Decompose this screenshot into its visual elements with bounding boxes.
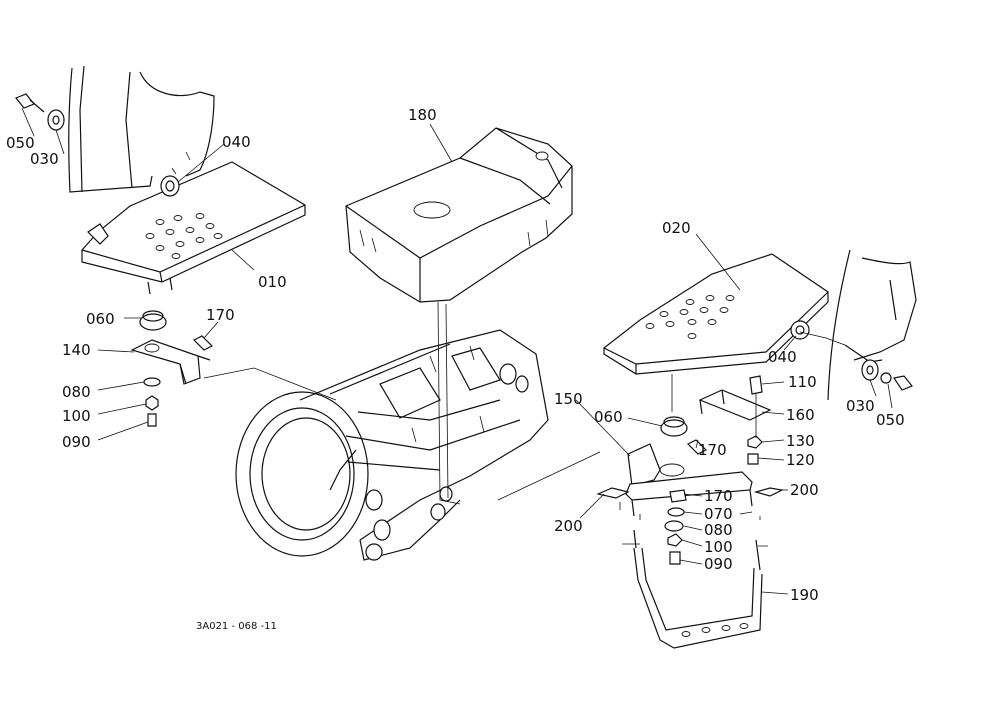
- callout-120: 120: [786, 451, 815, 469]
- callout-030-right: 030: [846, 397, 875, 415]
- callout-050-left: 050: [6, 134, 35, 152]
- callout-190: 190: [790, 586, 819, 604]
- callout-080-right: 080: [704, 521, 733, 539]
- left-hardware: [15, 93, 214, 427]
- callout-170-left: 170: [206, 306, 235, 324]
- callout-040-right: 040: [768, 348, 797, 366]
- callout-060-right: 060: [594, 408, 623, 426]
- callout-160: 160: [786, 406, 815, 424]
- callout-060-left: 060: [86, 310, 115, 328]
- step-handle-190: [633, 529, 763, 649]
- callout-020: 020: [662, 219, 691, 237]
- callout-030-left: 030: [30, 150, 59, 168]
- callout-200-right: 200: [790, 481, 819, 499]
- callout-110: 110: [788, 373, 817, 391]
- callout-200-left: 200: [554, 517, 583, 535]
- transmission-case: [235, 329, 549, 561]
- callout-150: 150: [554, 390, 583, 408]
- right-lower-hardware: [596, 487, 784, 565]
- callout-100-left: 100: [62, 407, 91, 425]
- callout-050-right: 050: [876, 411, 905, 429]
- left-plate-holes: [145, 213, 223, 259]
- right-plate-holes: [645, 295, 735, 339]
- callout-090-left: 090: [62, 433, 91, 451]
- right-hardware: [660, 320, 913, 465]
- drawing-code: 3A021 - 068 -11: [196, 621, 277, 632]
- callout-180: 180: [408, 106, 437, 124]
- left-step-plate: [81, 161, 306, 295]
- assembly-lines: [203, 301, 846, 547]
- callout-170-right: 170: [698, 441, 727, 459]
- callout-080-left: 080: [62, 383, 91, 401]
- tunnel-cover: [345, 127, 573, 303]
- callout-010: 010: [258, 273, 287, 291]
- right-step-plate: [603, 253, 829, 375]
- callout-090-right: 090: [704, 555, 733, 573]
- left-fender: [68, 65, 215, 193]
- brace-150: [625, 443, 753, 517]
- callout-100-right: 100: [704, 538, 733, 556]
- callout-130: 130: [786, 432, 815, 450]
- leader-lines: [21, 107, 893, 595]
- callout-070: 070: [704, 505, 733, 523]
- right-fender: [827, 249, 917, 401]
- callout-040-left: 040: [222, 133, 251, 151]
- callout-170-mid: 170: [704, 487, 733, 505]
- callout-labels: 050 030 040 180 010 060 170 140 080 100 …: [6, 106, 905, 632]
- callout-140: 140: [62, 341, 91, 359]
